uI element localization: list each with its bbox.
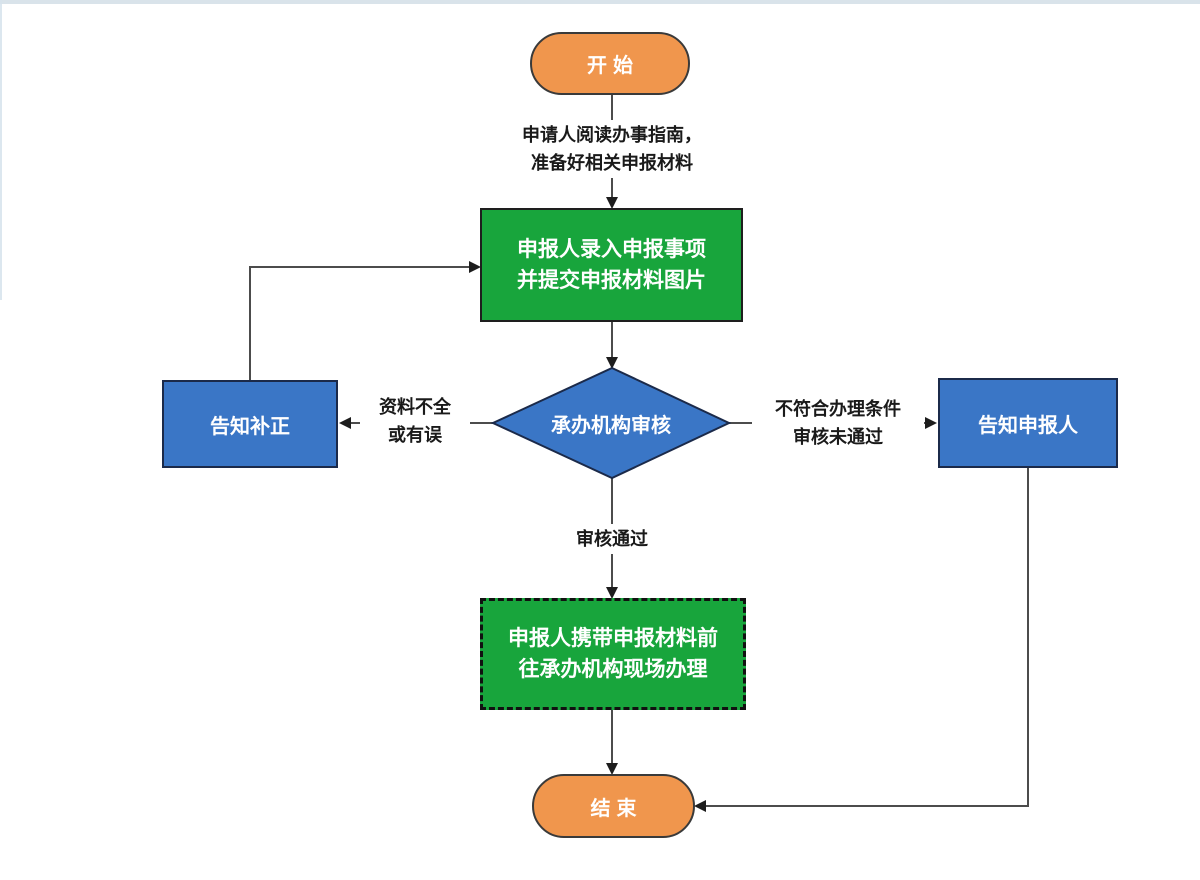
node-start-label: 开始 [587, 55, 639, 77]
edge-notify-fix-entry-loop [249, 266, 470, 380]
edge-label-rejected: 不符合办理条件 审核未通过 [752, 394, 924, 452]
edge-label-rejected-line1: 不符合办理条件 [775, 399, 901, 419]
edge-label-incomplete-line1: 资料不全 [379, 397, 451, 417]
edge-label-rejected-line2: 审核未通过 [793, 427, 883, 447]
edge-label-note-line1: 申请人阅读办事指南， [522, 125, 702, 145]
arrowhead-into-entry-top [606, 197, 618, 209]
node-review-label: 承办机构审核 [551, 414, 671, 437]
node-notify-applicant: 告知申报人 [938, 378, 1118, 468]
node-onsite-process: 申报人携带申报材料前 往承办机构现场办理 [480, 598, 746, 710]
node-entry-line1: 申报人录入申报事项 [517, 238, 706, 261]
arrowhead-into-end-right [694, 800, 706, 812]
edge-label-incomplete: 资料不全 或有误 [360, 392, 470, 450]
arrowhead-into-entry-left [469, 261, 481, 273]
edge-label-note-line2: 准备好相关申报材料 [531, 153, 693, 173]
arrowhead-into-onsite [606, 587, 618, 599]
edge-label-note: 申请人阅读办事指南， 准备好相关申报材料 [452, 120, 772, 178]
arrowhead-into-notify-applicant [925, 417, 937, 429]
arrowhead-into-end-top [606, 763, 618, 775]
edge-label-incomplete-line2: 或有误 [388, 425, 442, 445]
edge-label-approved-text: 审核通过 [576, 529, 648, 549]
edge-label-approved: 审核通过 [566, 524, 658, 554]
arrowheads [339, 197, 937, 812]
node-notify-fix: 告知补正 [162, 380, 338, 468]
page-top-border [0, 0, 1200, 4]
node-end-label: 结束 [590, 797, 643, 820]
node-review-decision: 承办机构审核 [493, 368, 729, 478]
node-start: 开始 [530, 32, 690, 95]
node-notify-applicant-label: 告知申报人 [978, 414, 1078, 437]
node-entry-process: 申报人录入申报事项 并提交申报材料图片 [480, 208, 743, 322]
decision-diamond-review [490, 366, 732, 480]
node-end: 结束 [532, 774, 695, 838]
arrowhead-into-notify-fix [339, 417, 351, 429]
arrowhead-into-review [606, 357, 618, 369]
node-onsite-line2: 往承办机构现场办理 [518, 658, 708, 681]
node-onsite-line1: 申报人携带申报材料前 [508, 627, 718, 650]
page-left-border [0, 0, 2, 300]
edge-notify-applicant-end [705, 468, 1029, 807]
node-entry-line2: 并提交申报材料图片 [517, 269, 706, 292]
node-notify-fix-label: 告知补正 [210, 415, 290, 438]
